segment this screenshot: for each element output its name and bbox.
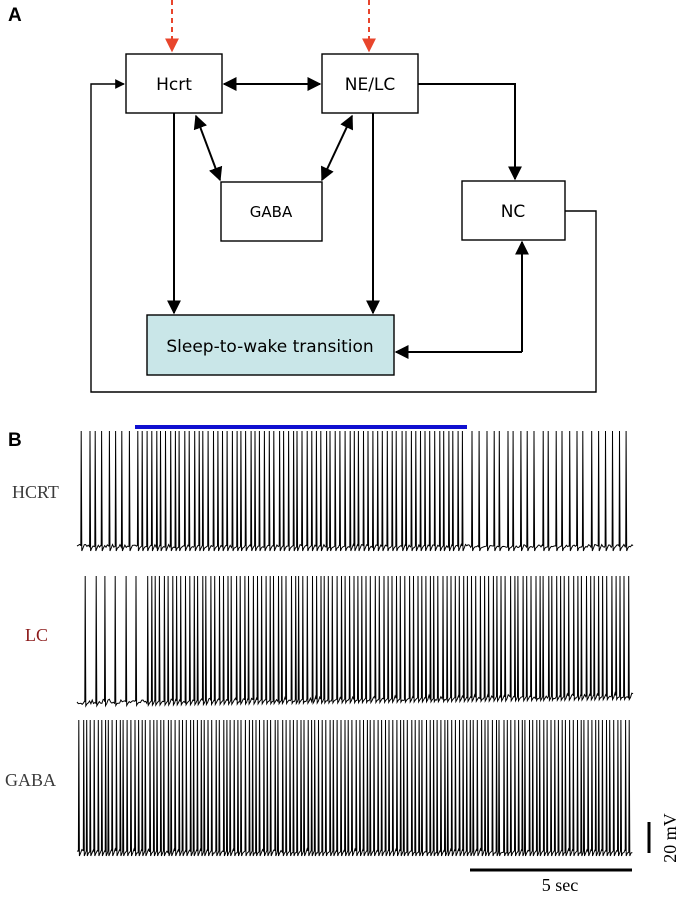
node-hcrt-label: Hcrt [156, 75, 192, 95]
node-gaba-label: GABA [250, 203, 293, 221]
node-gaba: GABA [220, 181, 323, 242]
trace-lc [76, 575, 634, 708]
edge-ne-lc-nc [418, 83, 522, 181]
node-transition: Sleep-to-wake transition [146, 314, 395, 376]
node-hcrt: Hcrt [125, 53, 223, 114]
scale-label-voltage: 20 mV [660, 813, 680, 863]
node-nc: NC [461, 180, 566, 241]
node-nc-label: NC [501, 202, 526, 222]
trace-label-lc: LC [25, 625, 48, 645]
node-transition-label: Sleep-to-wake transition [166, 337, 373, 357]
node-ne-lc-label: NE/LC [345, 75, 396, 95]
trace-label-gaba: GABA [5, 770, 56, 790]
node-ne-lc: NE/LC [321, 53, 419, 114]
trace-gaba [76, 719, 633, 857]
panel-a-letter: A [8, 5, 22, 26]
edge-nc-feedback-hcrt [90, 79, 597, 393]
trace-label-hcrt: HCRT [12, 482, 59, 502]
edge-hcrt-gaba [193, 114, 223, 182]
scale-label-time: 5 sec [542, 875, 578, 895]
edge-ne-lc-gaba [321, 114, 353, 182]
trace-hcrt [76, 430, 634, 552]
panel-b-letter: B [8, 430, 22, 451]
